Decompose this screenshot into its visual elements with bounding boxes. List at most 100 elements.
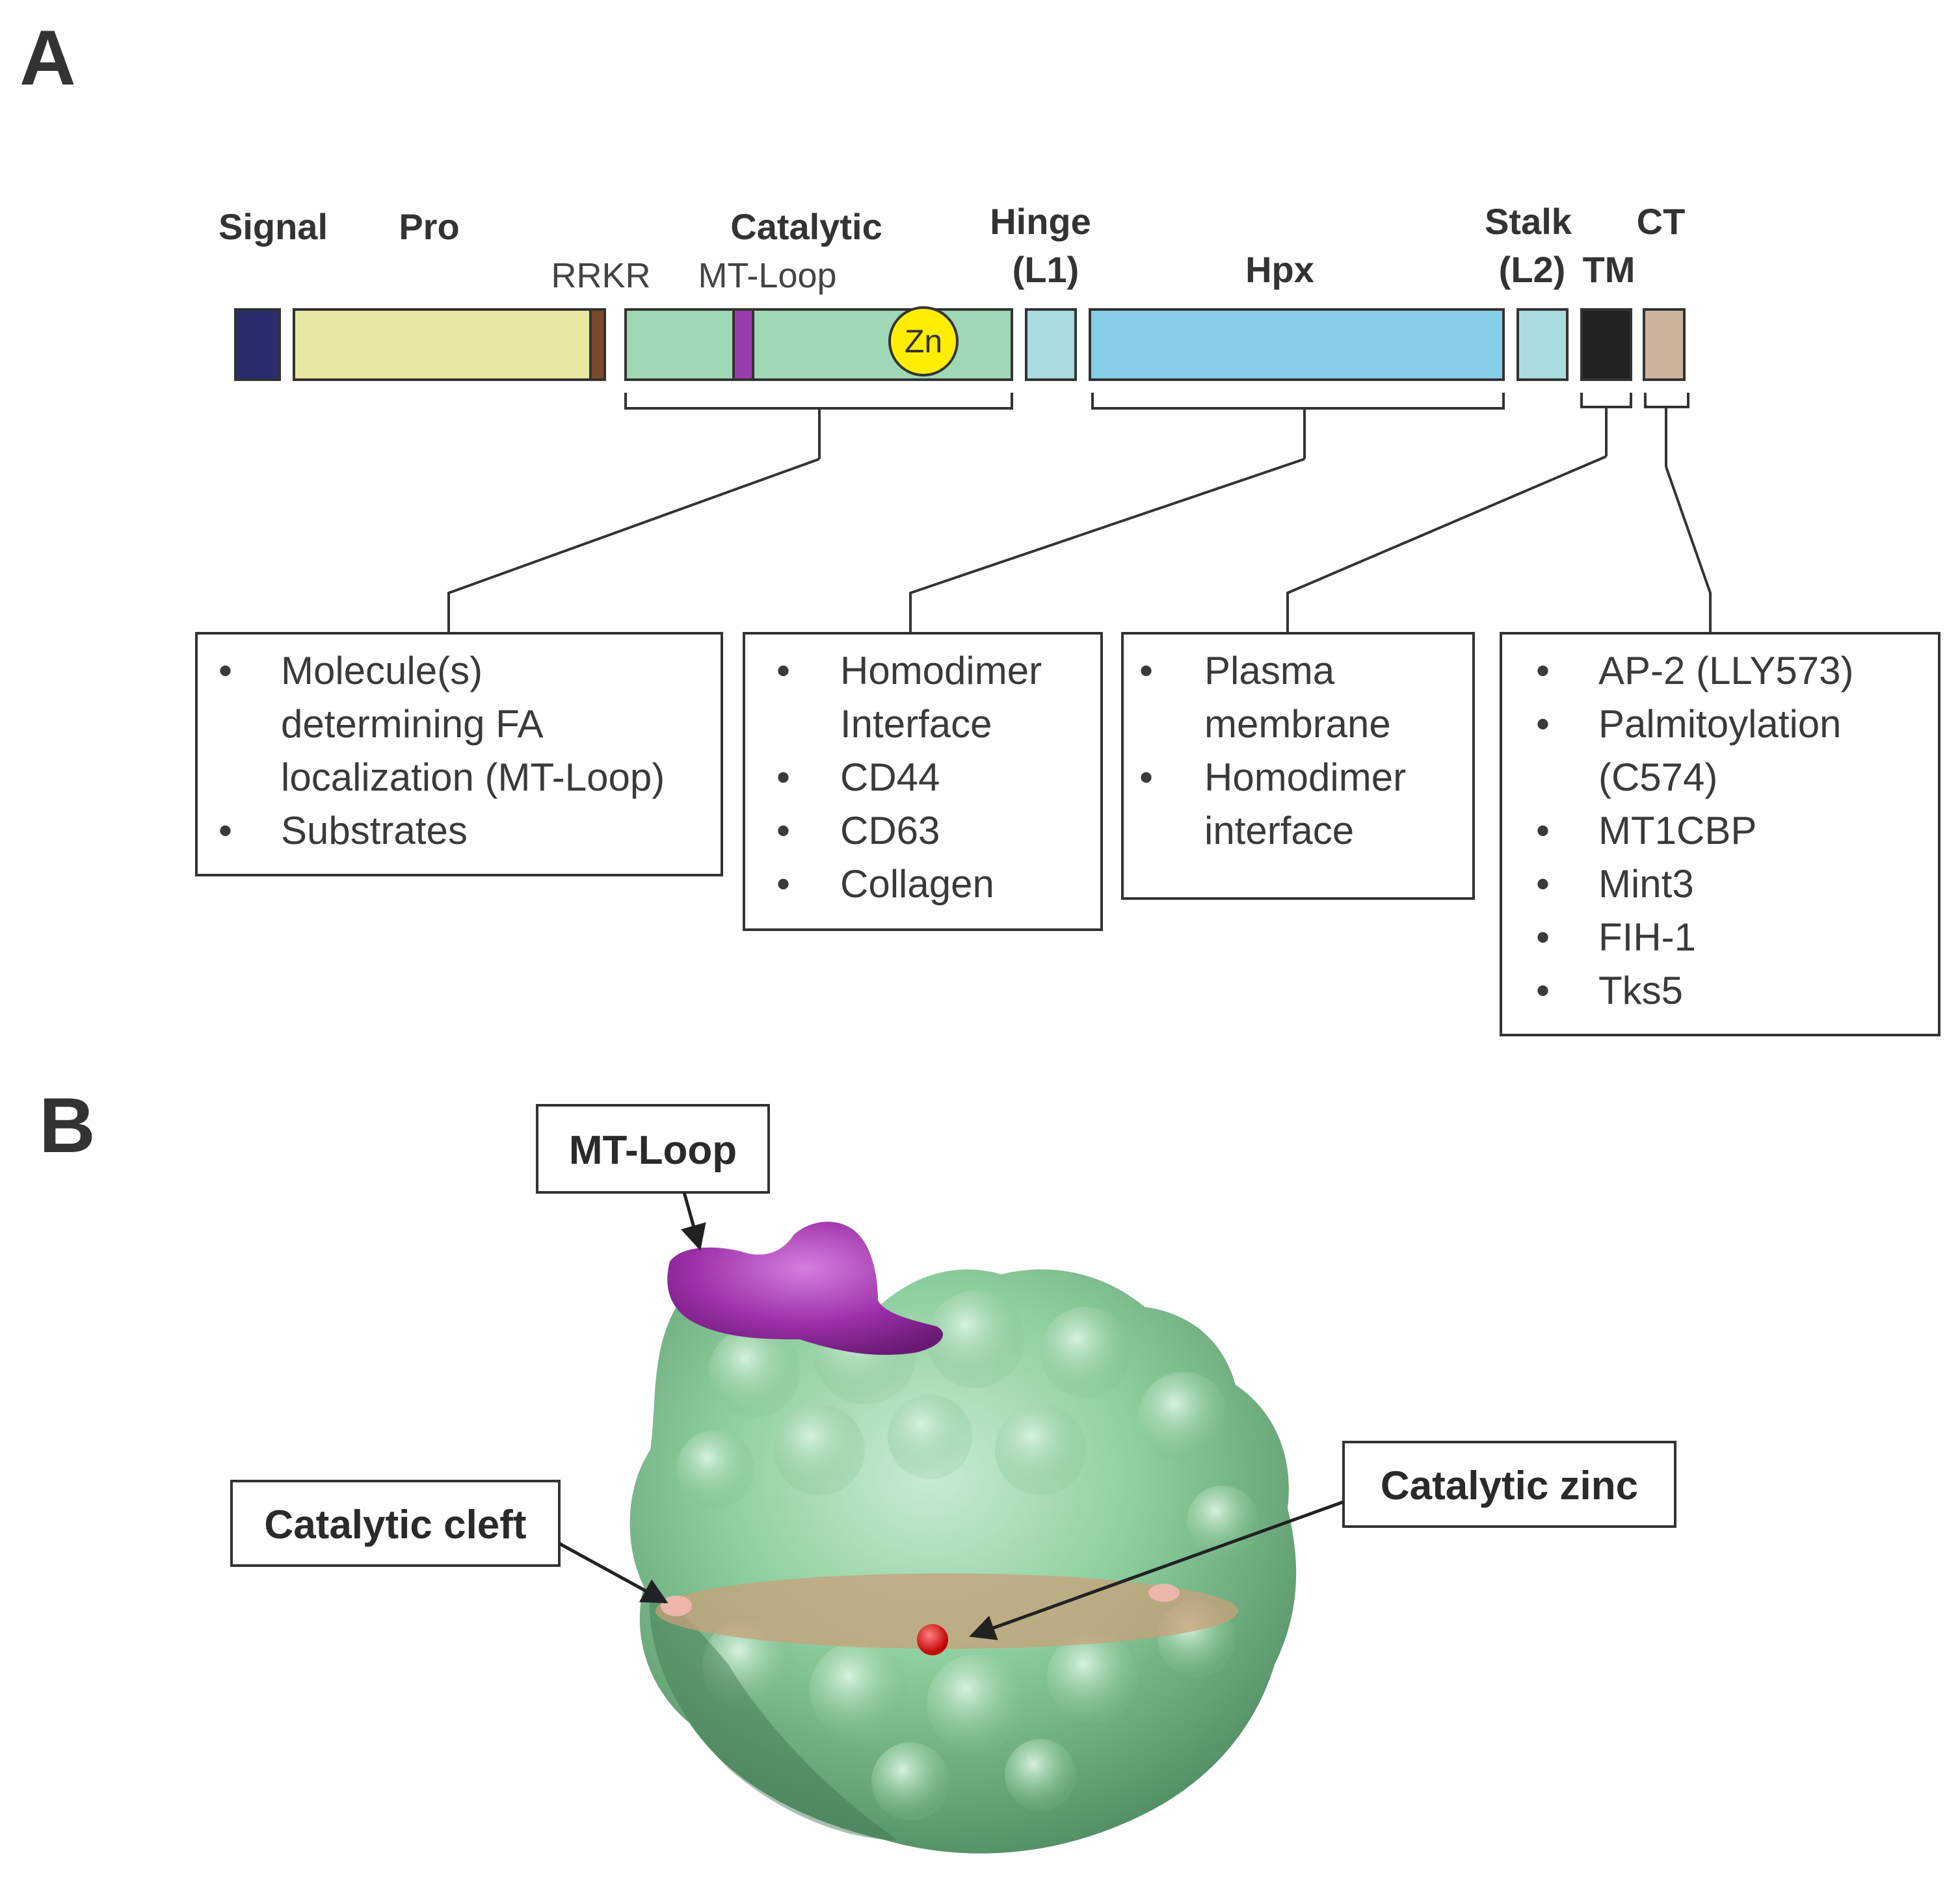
cleft-edge-left (661, 1595, 692, 1616)
surface-bump (1005, 1739, 1076, 1811)
panel-a-letter: A (20, 14, 76, 101)
bullet-text: Mint3 (1598, 862, 1694, 906)
box-tm (1121, 632, 1475, 900)
callout-catalytic-zinc: Catalytic zinc (1381, 1463, 1638, 1508)
list-ct: • AP-2 (LLY573) • Palmitoylation (C574) • MT1C… (1536, 649, 1853, 1012)
surface-bump (774, 1404, 865, 1495)
catalytic-zinc-sphere (917, 1624, 948, 1655)
domain-mt-loop (732, 308, 754, 381)
bullet-dot: • (1536, 862, 1550, 906)
bullet-text: Tks5 (1598, 969, 1683, 1012)
connector-hpx (909, 458, 1305, 633)
label-tm: TM (1583, 249, 1636, 290)
bullet-text: FIH-1 (1598, 915, 1696, 959)
label-pro: Pro (399, 206, 459, 247)
bracket-tm (1580, 393, 1632, 456)
cleft-edge-right (1148, 1584, 1180, 1602)
bullet-text: (C574) (1598, 755, 1717, 799)
surface-bump (927, 1291, 1024, 1388)
domain-pro (293, 308, 592, 381)
callout-catalytic-cleft: Catalytic cleft (264, 1503, 526, 1547)
surface-bump (702, 1619, 793, 1710)
bullet-dot: • (1536, 809, 1550, 852)
label-ct: CT (1637, 201, 1686, 242)
panel-b-letter: B (39, 1082, 96, 1169)
domain-rrkr (589, 308, 606, 381)
bracket-catalytic (624, 393, 1013, 459)
surface-bump (810, 1642, 907, 1739)
domain-hpx (1089, 308, 1505, 381)
surface-bump (888, 1395, 972, 1479)
bullet-text: localization (MT-Loop) (281, 755, 665, 799)
bullet-dot: • (776, 649, 790, 692)
bullet-text: Homodimer (840, 649, 1042, 692)
zinc-circle-icon (888, 306, 959, 376)
domain-stalk (1516, 308, 1569, 381)
bullet-text: AP-2 (LLY573) (1598, 649, 1853, 692)
bullet-text: Collagen (840, 862, 994, 906)
surface-bump (709, 1326, 800, 1417)
box-ct (1500, 632, 1940, 1036)
bullet-text: Homodimer (1204, 755, 1406, 799)
bullet-text: Substrates (281, 809, 468, 852)
bullet-text: interface (1204, 809, 1354, 852)
surface-bump (871, 1742, 949, 1820)
callout-mt-loop: MT-Loop (569, 1128, 737, 1173)
surface-bump (995, 1404, 1086, 1495)
surface-bump (676, 1430, 754, 1508)
arrow-mt-loop (681, 1192, 706, 1251)
surface-bump (1138, 1372, 1229, 1463)
label-hpx: Hpx (1245, 249, 1314, 290)
bullet-dot: • (1139, 649, 1153, 692)
bullet-dot: • (1536, 915, 1550, 959)
connector-tm (1286, 455, 1607, 633)
bullet-text: CD44 (840, 755, 940, 799)
bracket-ct (1644, 393, 1689, 467)
mt-loop-surface (667, 1222, 943, 1355)
label-mt-loop: MT-Loop (698, 256, 836, 295)
bullet-dot: • (219, 649, 232, 692)
arrow-catalytic-cleft (558, 1542, 669, 1604)
arrow-catalytic-zinc (969, 1500, 1344, 1640)
domain-signal (234, 308, 281, 381)
domain-tm (1580, 308, 1632, 381)
callout-catalytic-zinc-box (1342, 1441, 1676, 1528)
bullet-dot: • (776, 862, 790, 906)
surface-shadow (649, 1586, 897, 1840)
bullet-dot: • (1536, 702, 1550, 746)
label-hinge: Hinge (990, 201, 1091, 242)
surface-bump (1040, 1307, 1132, 1398)
label-stalk: Stalk (1485, 201, 1572, 242)
bullet-text: Palmitoylation (1598, 702, 1842, 746)
protein-surface (629, 1269, 1297, 1854)
label-l2: (L2) (1499, 249, 1566, 290)
bullet-text: MT1CBP (1598, 809, 1756, 852)
bullet-dot: • (776, 809, 790, 852)
bullet-dot: • (776, 755, 790, 799)
box-catalytic (195, 632, 723, 876)
list-tm: • Plasma membrane • Homodimer interface (1139, 649, 1406, 852)
bracket-hpx (1091, 393, 1505, 459)
label-l1: (L1) (1013, 249, 1079, 290)
surface-bump (1047, 1632, 1138, 1723)
callout-mt-loop-box (536, 1104, 770, 1194)
domain-ct (1643, 308, 1686, 381)
surface-bump (927, 1655, 1024, 1752)
domain-hinge (1025, 308, 1077, 381)
label-signal: Signal (219, 206, 328, 247)
bullet-text: Interface (840, 702, 992, 746)
bullet-text: CD63 (840, 809, 940, 852)
callout-catalytic-cleft-box (230, 1480, 561, 1567)
connector-ct (1665, 466, 1712, 633)
label-rrkr: RRKR (551, 256, 650, 295)
bullet-dot: • (1139, 755, 1153, 799)
bullet-text: Plasma (1204, 649, 1335, 692)
bullet-dot: • (219, 809, 232, 852)
connector-catalytic (447, 458, 820, 633)
bullet-dot: • (1536, 649, 1550, 692)
bullet-text: membrane (1204, 702, 1391, 746)
bullet-dot: • (1536, 969, 1550, 1012)
